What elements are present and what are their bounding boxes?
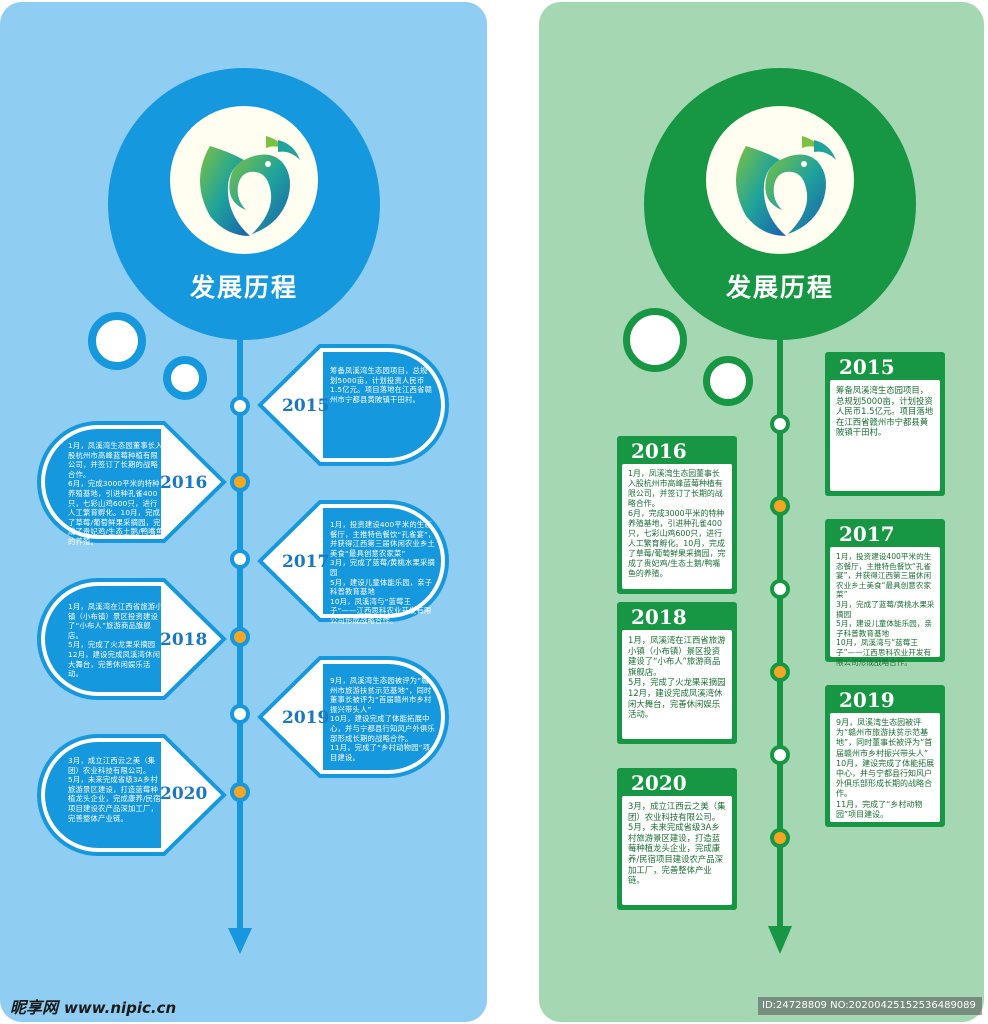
event-year-2019: 2019 bbox=[282, 708, 330, 728]
watermark-url: www.nipic.cn bbox=[64, 999, 177, 1017]
event-year-2016: 2016 bbox=[160, 473, 208, 493]
timeline-node-2019 bbox=[770, 745, 790, 765]
page-title: 发展历程 bbox=[725, 273, 834, 302]
phoenix-logo-icon bbox=[200, 136, 300, 236]
timeline-node-2019 bbox=[230, 704, 250, 724]
event-year-2020: 2020 bbox=[631, 771, 687, 795]
event-text-2016: 1月，凤溪湾生态园董事长入股杭州市高峰蓝莓种植有限公司，并签订了长期的战略合作。… bbox=[628, 469, 726, 578]
timeline-node-2015 bbox=[770, 414, 790, 434]
event-text-2016: 1月，凤溪湾生态园董事长入股杭州市高峰蓝莓种植有限公司，并签订了长期的战略合作。… bbox=[68, 441, 164, 546]
timeline-node-2016 bbox=[770, 496, 790, 516]
event-card-2019: 2019 9月，凤溪湾生态园被评为“赣州市旅游扶贫示范基地”，同时董事长被评为“… bbox=[257, 652, 450, 782]
timeline-arrow-down bbox=[768, 926, 792, 954]
event-year-2018: 2018 bbox=[631, 605, 687, 629]
event-card-2018: 2018 1月，凤溪湾在江西省旅游小镇（小布镇）景区投资建设了“小布人”旅游商品… bbox=[617, 602, 737, 744]
event-year-2018: 2018 bbox=[160, 630, 208, 650]
phoenix-logo bbox=[706, 106, 854, 254]
event-text-2015: 筹备凤溪湾生态园项目，总规划5000亩，计划投资人民币1.5亿元。项目落地在江西… bbox=[836, 385, 934, 438]
watermark: 昵享网 www.nipic.cn bbox=[10, 994, 176, 1018]
page-title: 发展历程 bbox=[189, 273, 298, 302]
event-year-2015: 2015 bbox=[282, 396, 330, 416]
timeline-node-2018 bbox=[770, 662, 790, 682]
event-year-2016: 2016 bbox=[631, 439, 687, 463]
decor-bubble-large bbox=[623, 308, 687, 372]
event-text-2019: 9月，凤溪湾生态园被评为“赣州市旅游扶贫示范基地”，同时董事长被评为“首届赣州市… bbox=[330, 676, 435, 762]
event-card-2017: 2017 1月，投资建设400平米的生态餐厅，主推特色餐饮“孔雀宴”，并获得江西… bbox=[825, 519, 945, 667]
phoenix-logo bbox=[170, 106, 318, 254]
timeline-arrow-down bbox=[228, 928, 252, 954]
timeline-node-2017 bbox=[770, 579, 790, 599]
event-card-2019: 2019 9月，凤溪湾生态园被评为“赣州市旅游扶贫示范基地”，同时董事长被评为“… bbox=[825, 685, 945, 827]
watermark-brand: 昵享网 bbox=[10, 998, 59, 1017]
title-circle: 发展历程 bbox=[108, 68, 380, 340]
event-text-2018: 1月，凤溪湾在江西省旅游小镇（小布镇）景区投资建设了“小布人”旅游商品旗舰店。 … bbox=[628, 635, 726, 720]
event-text-2018: 1月，凤溪湾在江西省旅游小镇（小布镇）景区投资建设了“小布人”旅游商品旗舰店。 … bbox=[68, 602, 163, 679]
event-card-2015: 2015 筹备凤溪湾生态园项目，总规划5000亩，计划投资人民币1.5亿元。项目… bbox=[257, 340, 450, 470]
image-id-label: ID:24728809 NO:20200425152536489089 bbox=[758, 997, 982, 1015]
timeline-node-2020 bbox=[770, 828, 790, 848]
event-text-2019: 9月，凤溪湾生态园被评为“赣州市旅游扶贫示范基地”，同时董事长被评为“首届赣州市… bbox=[836, 718, 935, 819]
event-year-2019: 2019 bbox=[839, 688, 895, 712]
timeline-axis bbox=[777, 336, 783, 936]
event-text-2017: 1月，投资建设400平米的生态餐厅，主推特色餐饮“孔雀宴”，并获得江西第三届休闲… bbox=[836, 552, 935, 667]
event-card-2015: 2015 筹备凤溪湾生态园项目，总规划5000亩，计划投资人民币1.5亿元。项目… bbox=[825, 352, 945, 496]
event-card-2018: 2018 1月，凤溪湾在江西省旅游小镇（小布镇）景区投资建设了“小布人”旅游商品… bbox=[36, 574, 227, 704]
event-text-2020: 3月，成立江西云之美（集团）农业科技有限公司。 5月，未来完成省级3A乡村旅游景… bbox=[68, 756, 161, 823]
timeline-node-2018 bbox=[230, 627, 250, 647]
event-year-2015: 2015 bbox=[839, 355, 895, 379]
decor-bubble-large bbox=[88, 312, 146, 370]
event-card-2016: 2016 1月，凤溪湾生态园董事长入股杭州市高峰蓝莓种植有限公司，并签订了长期的… bbox=[36, 417, 227, 547]
event-card-2020: 2020 3月，成立江西云之美（集团）农业科技有限公司。 5月，未来完成省级3A… bbox=[617, 768, 737, 910]
timeline-node-2020 bbox=[230, 782, 250, 802]
decor-bubble-small bbox=[703, 356, 753, 406]
event-text-2015: 筹备凤溪湾生态园项目，总规划5000亩，计划投资人民币1.5亿元。项目落地在江西… bbox=[330, 366, 433, 404]
event-text-2020: 3月，成立江西云之美（集团）农业科技有限公司。 5月，未来完成省级3A乡村旅游景… bbox=[628, 801, 726, 886]
event-card-2016: 2016 1月，凤溪湾生态园董事长入股杭州市高峰蓝莓种植有限公司，并签订了长期的… bbox=[617, 436, 737, 594]
title-circle: 发展历程 bbox=[644, 68, 916, 340]
green-timeline-panel: 发展历程 2015 筹备凤溪湾生态园项目，总规划5000亩，计划投资人民币1.5… bbox=[539, 2, 984, 1022]
event-card-2020: 2020 3月，成立江西云之美（集团）农业科技有限公司。 5月，未来完成省级3A… bbox=[36, 730, 227, 860]
event-year-2020: 2020 bbox=[160, 784, 208, 804]
phoenix-logo-icon bbox=[736, 136, 836, 236]
event-year-2017: 2017 bbox=[839, 522, 895, 546]
blue-timeline-panel: 发展历程 2015 筹备凤溪湾生态园项目，总规划5000亩，计划投资人民币1.5… bbox=[0, 2, 487, 1022]
timeline-node-2017 bbox=[230, 549, 250, 569]
event-text-2017: 1月，投资建设400平米的生态餐厅，主推特色餐饮“孔雀宴”，并获得江西第三届休闲… bbox=[330, 520, 436, 625]
event-card-2017: 2017 1月，投资建设400平米的生态餐厅，主推特色餐饮“孔雀宴”，并获得江西… bbox=[257, 496, 450, 626]
decor-bubble-small bbox=[163, 356, 207, 400]
event-year-2017: 2017 bbox=[282, 552, 330, 572]
timeline-node-2015 bbox=[230, 396, 250, 416]
timeline-node-2016 bbox=[230, 472, 250, 492]
